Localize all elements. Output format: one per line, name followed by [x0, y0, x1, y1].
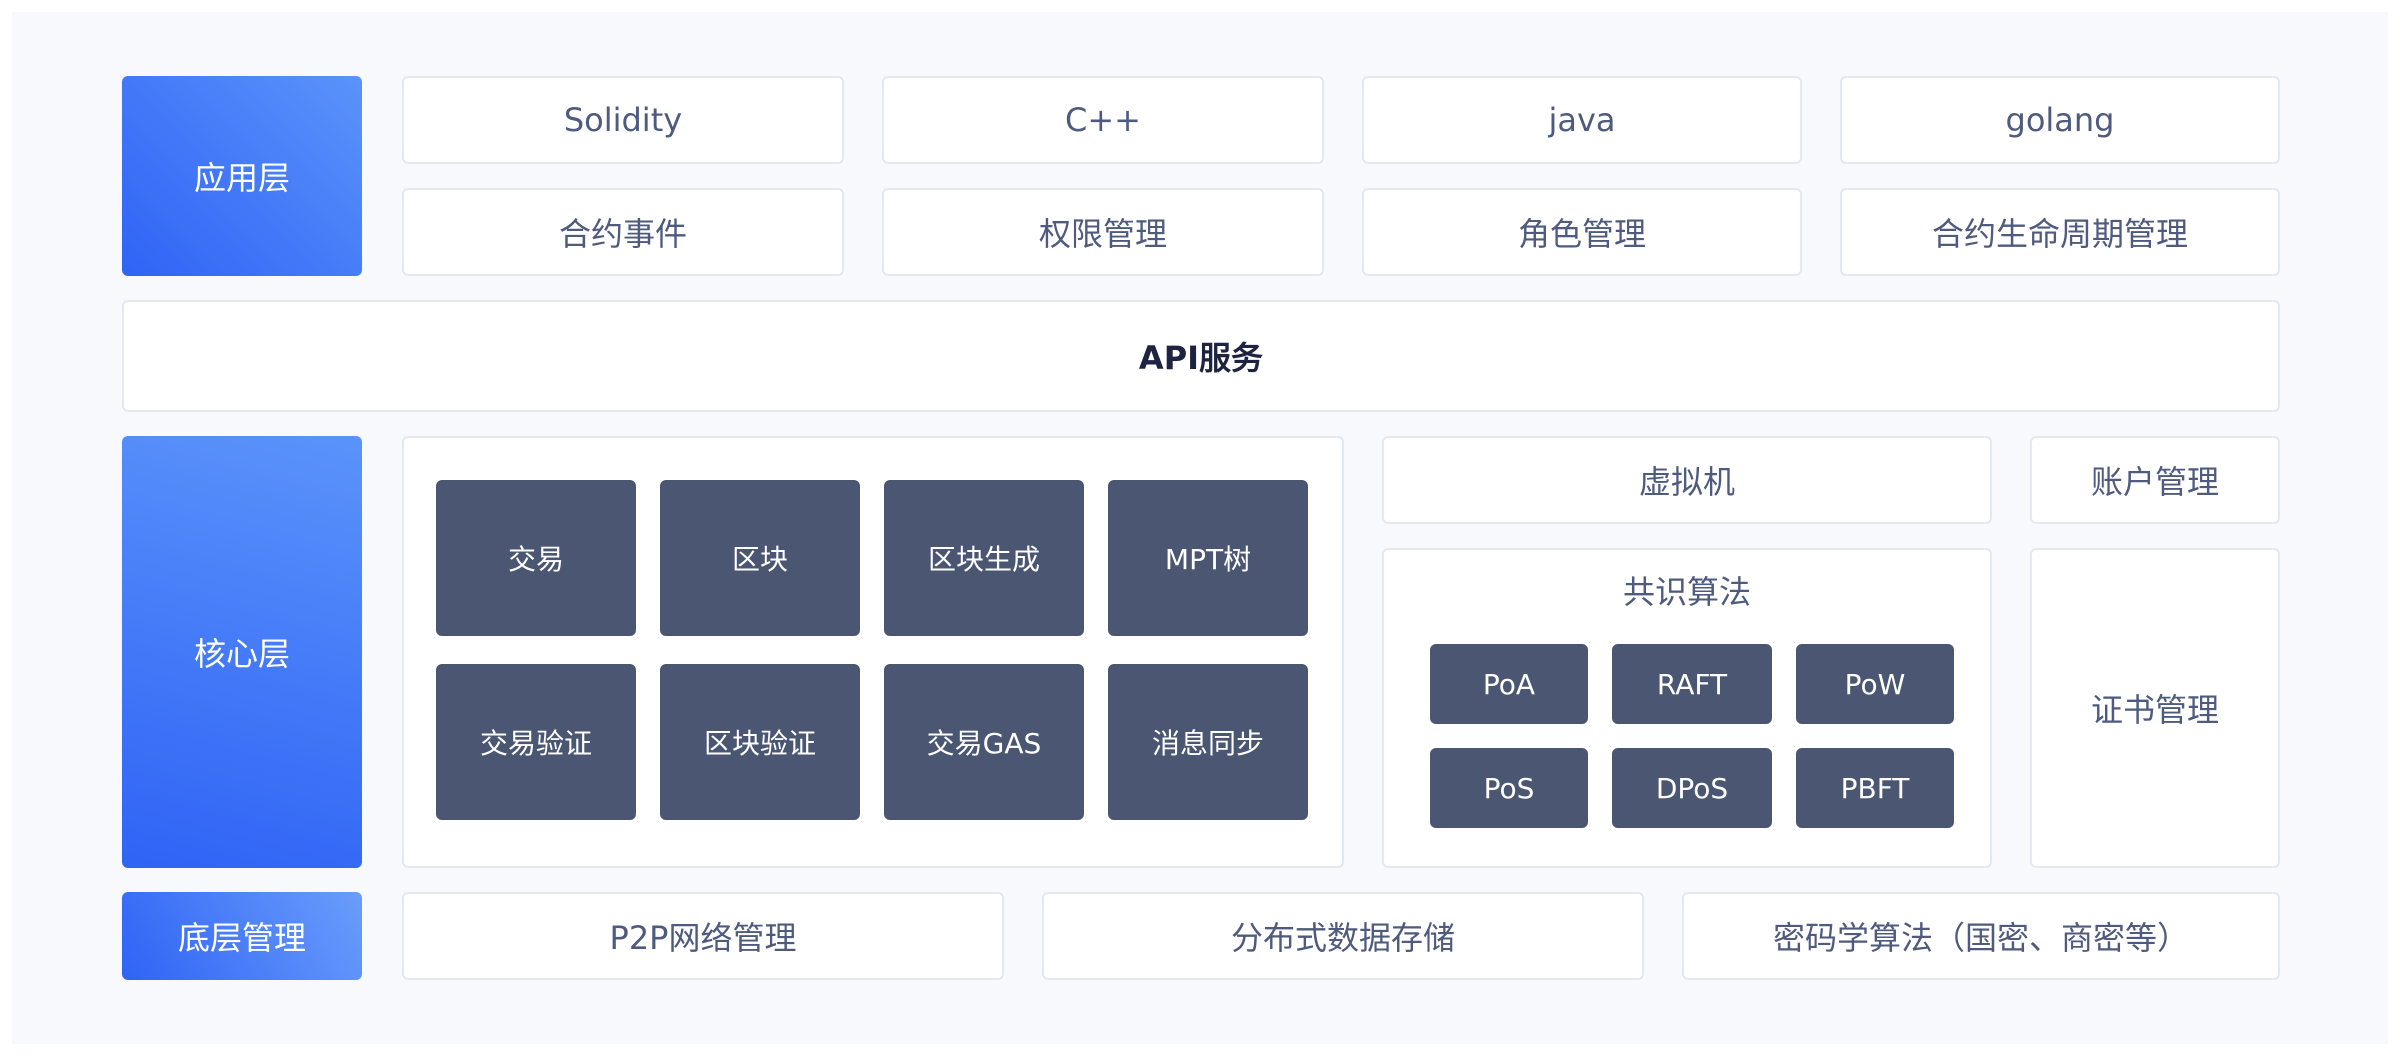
distributed-storage-box: 分布式数据存储 [1042, 892, 1644, 980]
architecture-diagram: 应用层 Solidity C++ java golang 合约事件 权限管理 角… [12, 12, 2388, 1044]
core-modules-panel: 交易 区块 区块生成 MPT树 交易验证 区块验证 交易GAS 消息同步 [402, 436, 1344, 868]
permission-management-box: 权限管理 [882, 188, 1324, 276]
block-generation-module: 区块生成 [884, 480, 1084, 636]
consensus-panel: 共识算法 PoA RAFT PoW PoS DPoS PBFT [1382, 548, 1992, 868]
lang-solidity-box: Solidity [402, 76, 844, 164]
app-layer-label: 应用层 [122, 76, 362, 276]
consensus-title: 共识算法 [1622, 573, 1751, 611]
transaction-module: 交易 [436, 480, 636, 636]
lang-golang-box: golang [1840, 76, 2280, 164]
consensus-pow: PoW [1796, 644, 1954, 724]
lang-java-box: java [1362, 76, 1802, 164]
mpt-tree-module: MPT树 [1108, 480, 1308, 636]
cryptography-box: 密码学算法（国密、商密等） [1682, 892, 2280, 980]
transaction-validation-module: 交易验证 [436, 664, 636, 820]
consensus-pbft: PBFT [1796, 748, 1954, 828]
consensus-pos: PoS [1430, 748, 1588, 828]
contract-event-box: 合约事件 [402, 188, 844, 276]
consensus-poa: PoA [1430, 644, 1588, 724]
base-layer-label: 底层管理 [122, 892, 362, 980]
message-sync-module: 消息同步 [1108, 664, 1308, 820]
contract-lifecycle-box: 合约生命周期管理 [1840, 188, 2280, 276]
consensus-dpos: DPoS [1612, 748, 1772, 828]
role-management-box: 角色管理 [1362, 188, 1802, 276]
p2p-network-box: P2P网络管理 [402, 892, 1004, 980]
core-layer-label: 核心层 [122, 436, 362, 868]
block-validation-module: 区块验证 [660, 664, 860, 820]
api-service-box: API服务 [122, 300, 2280, 412]
lang-cpp-box: C++ [882, 76, 1324, 164]
account-management-box: 账户管理 [2030, 436, 2280, 524]
transaction-gas-module: 交易GAS [884, 664, 1084, 820]
consensus-raft: RAFT [1612, 644, 1772, 724]
certificate-management-box: 证书管理 [2030, 548, 2280, 868]
block-module: 区块 [660, 480, 860, 636]
virtual-machine-box: 虚拟机 [1382, 436, 1992, 524]
